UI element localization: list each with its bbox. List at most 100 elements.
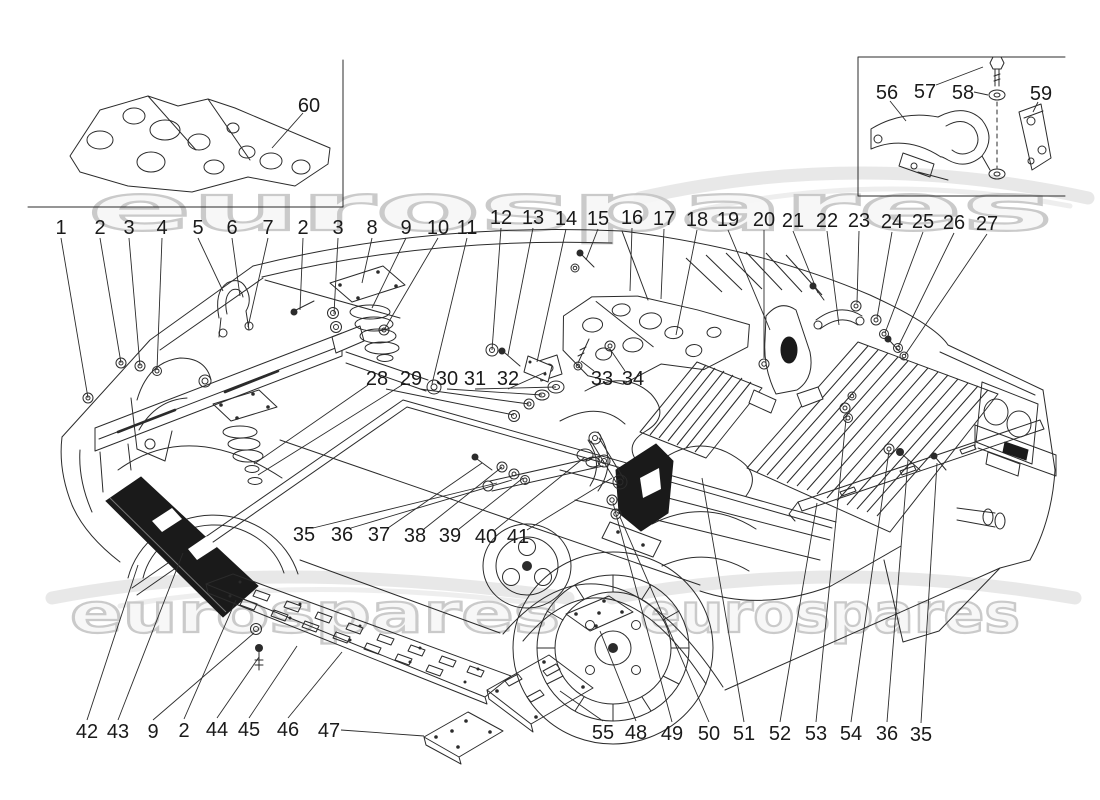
car-drawing [60,228,1057,765]
part-callout-13: 13 [507,207,544,356]
leader-line [197,237,224,292]
leader-line [361,237,373,284]
part-callout-12: 12 [490,207,512,351]
leader-line [1032,101,1039,113]
leader-line [884,231,924,334]
part-number: 53 [805,723,827,745]
mount-plate-spring-upper [329,265,406,362]
inset-border [27,59,344,208]
leader-line [446,388,543,396]
part-number: 9 [400,217,411,239]
mount-plate-48 [565,595,634,632]
part-number: 48 [625,722,647,744]
part-number: 38 [404,525,426,547]
leader-line [333,237,339,315]
bolt-57 [989,56,1005,87]
part-callout-32: 32 [497,368,547,390]
leader-line [701,477,745,723]
part-number: 36 [876,723,898,745]
chassis-frame-lines [131,399,837,596]
leader-line [609,348,626,372]
part-callout-18: 18 [675,209,708,336]
part-number: 9 [147,721,158,743]
part-callout-58: 58 [952,82,989,104]
lower-control-arm [482,338,628,492]
part-number: 54 [840,723,862,745]
watermark-swoosh [117,586,543,609]
part-callout-14: 14 [536,208,577,363]
leader-line [387,462,483,529]
part-number: 27 [976,213,998,235]
part-number: 55 [592,722,614,744]
part-callout-56: 56 [876,82,907,122]
leader-line [231,237,241,297]
part-callout-53: 53 [805,418,847,745]
part-number: 41 [507,526,529,548]
engine [482,305,999,609]
leader-line [299,237,304,311]
crank-pulley [482,523,572,609]
part-callout-41: 41 [507,477,613,548]
part-number: 39 [439,525,461,547]
part-number: 35 [910,724,932,746]
sill-reinforcement-strip [788,419,1045,522]
part-callout-30: 30 [436,368,543,396]
part-callout-38: 38 [404,466,503,547]
part-number: 56 [876,82,898,104]
part-callout-31: 31 [464,368,557,390]
part-callout-27: 27 [904,213,998,356]
mount-plate-55 [486,654,594,733]
part-callout-55: 55 [559,690,614,744]
leader-line [312,482,498,529]
part-callout-16: 16 [621,207,643,292]
watermark-swoosh [633,166,1095,205]
part-callout-59: 59 [1030,83,1052,113]
part-number: 2 [94,217,105,239]
leader-line [619,516,710,723]
part-number: 16 [621,207,643,229]
part-callout-28: 28 [253,368,515,465]
leader-line [675,229,698,336]
part-callout-23: 23 [848,210,870,304]
part-callout-6: 6 [226,217,241,297]
front-wheel-arch [117,445,299,579]
part-number: 40 [475,526,497,548]
leader-line [904,233,988,356]
part-callout-19: 19 [717,209,771,331]
leader-line [629,227,633,292]
part-number: 17 [653,208,675,230]
upper-mount-bracket [748,305,824,414]
leader-line [183,599,237,720]
part-number: 31 [464,368,486,390]
leader-line [815,418,847,723]
part-number: 42 [76,721,98,743]
leader-line [423,466,503,530]
watermark-text: eurospares [88,172,1053,246]
part-callout-5: 5 [192,217,224,292]
leader-line [99,237,122,364]
part-callout-36: 36 [331,479,513,546]
leader-line [350,479,513,529]
part-callout-36: 36 [876,459,909,745]
inset-top-left [27,59,344,208]
leader-line [86,564,139,721]
leader-line [431,237,468,385]
leader-line [826,230,840,326]
fork-bracket-56 [870,110,991,181]
leader-line [886,459,909,723]
leader-line [383,237,439,331]
leader-line [491,227,502,351]
part-callout-9: 9 [371,217,412,309]
part-number: 37 [368,524,390,546]
part-number: 20 [753,209,775,231]
leader-line [340,729,425,737]
leader-line [156,237,163,371]
heat-shield-plate-60 [69,95,331,193]
leader-line [935,66,984,86]
leader-line [580,360,595,372]
part-number: 51 [733,723,755,745]
leader-line [536,228,567,363]
part-callout-20: 20 [753,209,775,358]
